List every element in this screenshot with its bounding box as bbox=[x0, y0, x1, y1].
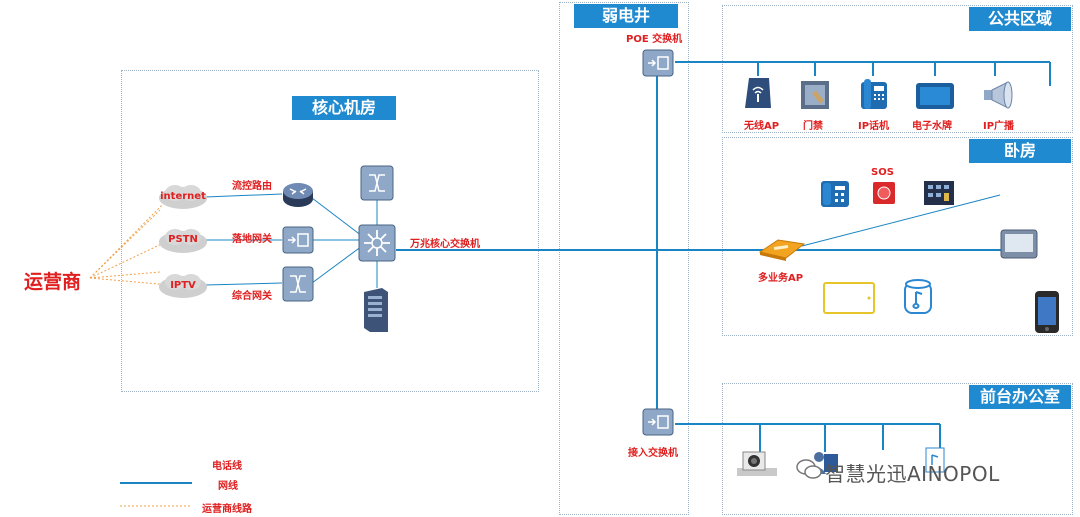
flow-router-label: 流控路由 bbox=[232, 181, 272, 192]
bedroom-zone bbox=[722, 137, 1073, 336]
operator-line-internet bbox=[89, 196, 171, 279]
core-switch-label: 万兆核心交换机 bbox=[410, 239, 480, 250]
poe-switch-icon bbox=[642, 49, 674, 77]
pstn-cloud-icon bbox=[159, 229, 207, 253]
core-room-zone bbox=[121, 70, 539, 392]
poe-switch-label: POE 交换机 bbox=[626, 34, 683, 45]
control-panel-icon bbox=[924, 181, 954, 205]
ip-broadcast-label: IP广播 bbox=[983, 121, 1015, 132]
bedroom-display-icon bbox=[1000, 229, 1038, 259]
operator-line-internet-2 bbox=[89, 209, 161, 279]
legend-network-line-label: 网线 bbox=[218, 481, 238, 492]
front-office-zone bbox=[722, 383, 1073, 515]
bedroom-title: 卧房 bbox=[969, 139, 1071, 163]
integrated-gateway-icon bbox=[282, 266, 314, 302]
router-core-link bbox=[311, 197, 363, 237]
front-office-title: 前台办公室 bbox=[969, 385, 1071, 409]
multi-service-ap-label: 多业务AP bbox=[758, 273, 804, 284]
wireless-ap-icon bbox=[745, 78, 771, 108]
weak-shaft-title: 弱电井 bbox=[574, 4, 678, 28]
ip-phone-label: IP话机 bbox=[858, 121, 890, 132]
tablet-icon bbox=[823, 282, 875, 314]
weak-shaft-zone bbox=[559, 2, 689, 515]
multi-service-ap-icon bbox=[758, 239, 806, 261]
sos-label: SOS bbox=[871, 167, 894, 178]
ap-bedroom-link bbox=[801, 194, 1001, 247]
internet-cloud-label: internet bbox=[160, 191, 206, 202]
operator-line-pstn bbox=[89, 239, 171, 279]
e-signage-icon bbox=[916, 83, 954, 109]
pstn-cloud-label: PSTN bbox=[168, 234, 198, 245]
server-icon bbox=[364, 288, 388, 332]
sos-button-icon bbox=[873, 182, 895, 204]
operator-line-iptv-2 bbox=[89, 271, 161, 279]
gateway-icon bbox=[282, 226, 314, 254]
legend-operator-line-label: 运营商线路 bbox=[202, 504, 252, 515]
iptv-cloud-label: IPTV bbox=[170, 280, 196, 291]
access-switch-label: 接入交换机 bbox=[628, 448, 678, 459]
gateway2-core-link bbox=[311, 245, 363, 284]
e-signage-label: 电子水牌 bbox=[912, 121, 952, 132]
integrated-gateway-label: 综合网关 bbox=[232, 291, 272, 302]
operator-label: 运营商 bbox=[24, 271, 82, 293]
smartphone-icon bbox=[1035, 291, 1059, 333]
wireless-ap-label: 无线AP bbox=[744, 121, 780, 132]
internet-router-link bbox=[204, 193, 283, 198]
core-top-switch-icon bbox=[360, 165, 394, 201]
operator-line-iptv bbox=[89, 277, 171, 286]
bedroom-phone-icon bbox=[821, 181, 849, 207]
core-room-title: 核心机房 bbox=[292, 96, 396, 120]
wechat-icon bbox=[796, 459, 822, 479]
iptv-gateway-link bbox=[204, 282, 283, 286]
landline-gateway-label: 落地网关 bbox=[232, 234, 272, 245]
smart-speaker-icon bbox=[904, 279, 932, 314]
access-switch-icon bbox=[642, 408, 674, 436]
public-area-zone bbox=[722, 5, 1073, 133]
door-access-label: 门禁 bbox=[803, 121, 823, 132]
legend-phone-line-label: 电话线 bbox=[212, 461, 242, 472]
iptv-cloud-icon bbox=[159, 274, 207, 298]
router-icon bbox=[283, 183, 313, 207]
watermark-text: 智慧光迅AINOPOL bbox=[825, 462, 1000, 486]
video-conference-icon bbox=[737, 451, 777, 476]
ip-phone-icon bbox=[861, 79, 887, 109]
public-area-title: 公共区域 bbox=[969, 7, 1071, 31]
office-speaker-icon bbox=[925, 447, 945, 473]
core-switch-icon bbox=[358, 224, 396, 262]
ip-broadcast-icon bbox=[984, 81, 1013, 109]
internet-cloud-icon bbox=[159, 185, 207, 209]
door-access-icon bbox=[801, 81, 829, 109]
